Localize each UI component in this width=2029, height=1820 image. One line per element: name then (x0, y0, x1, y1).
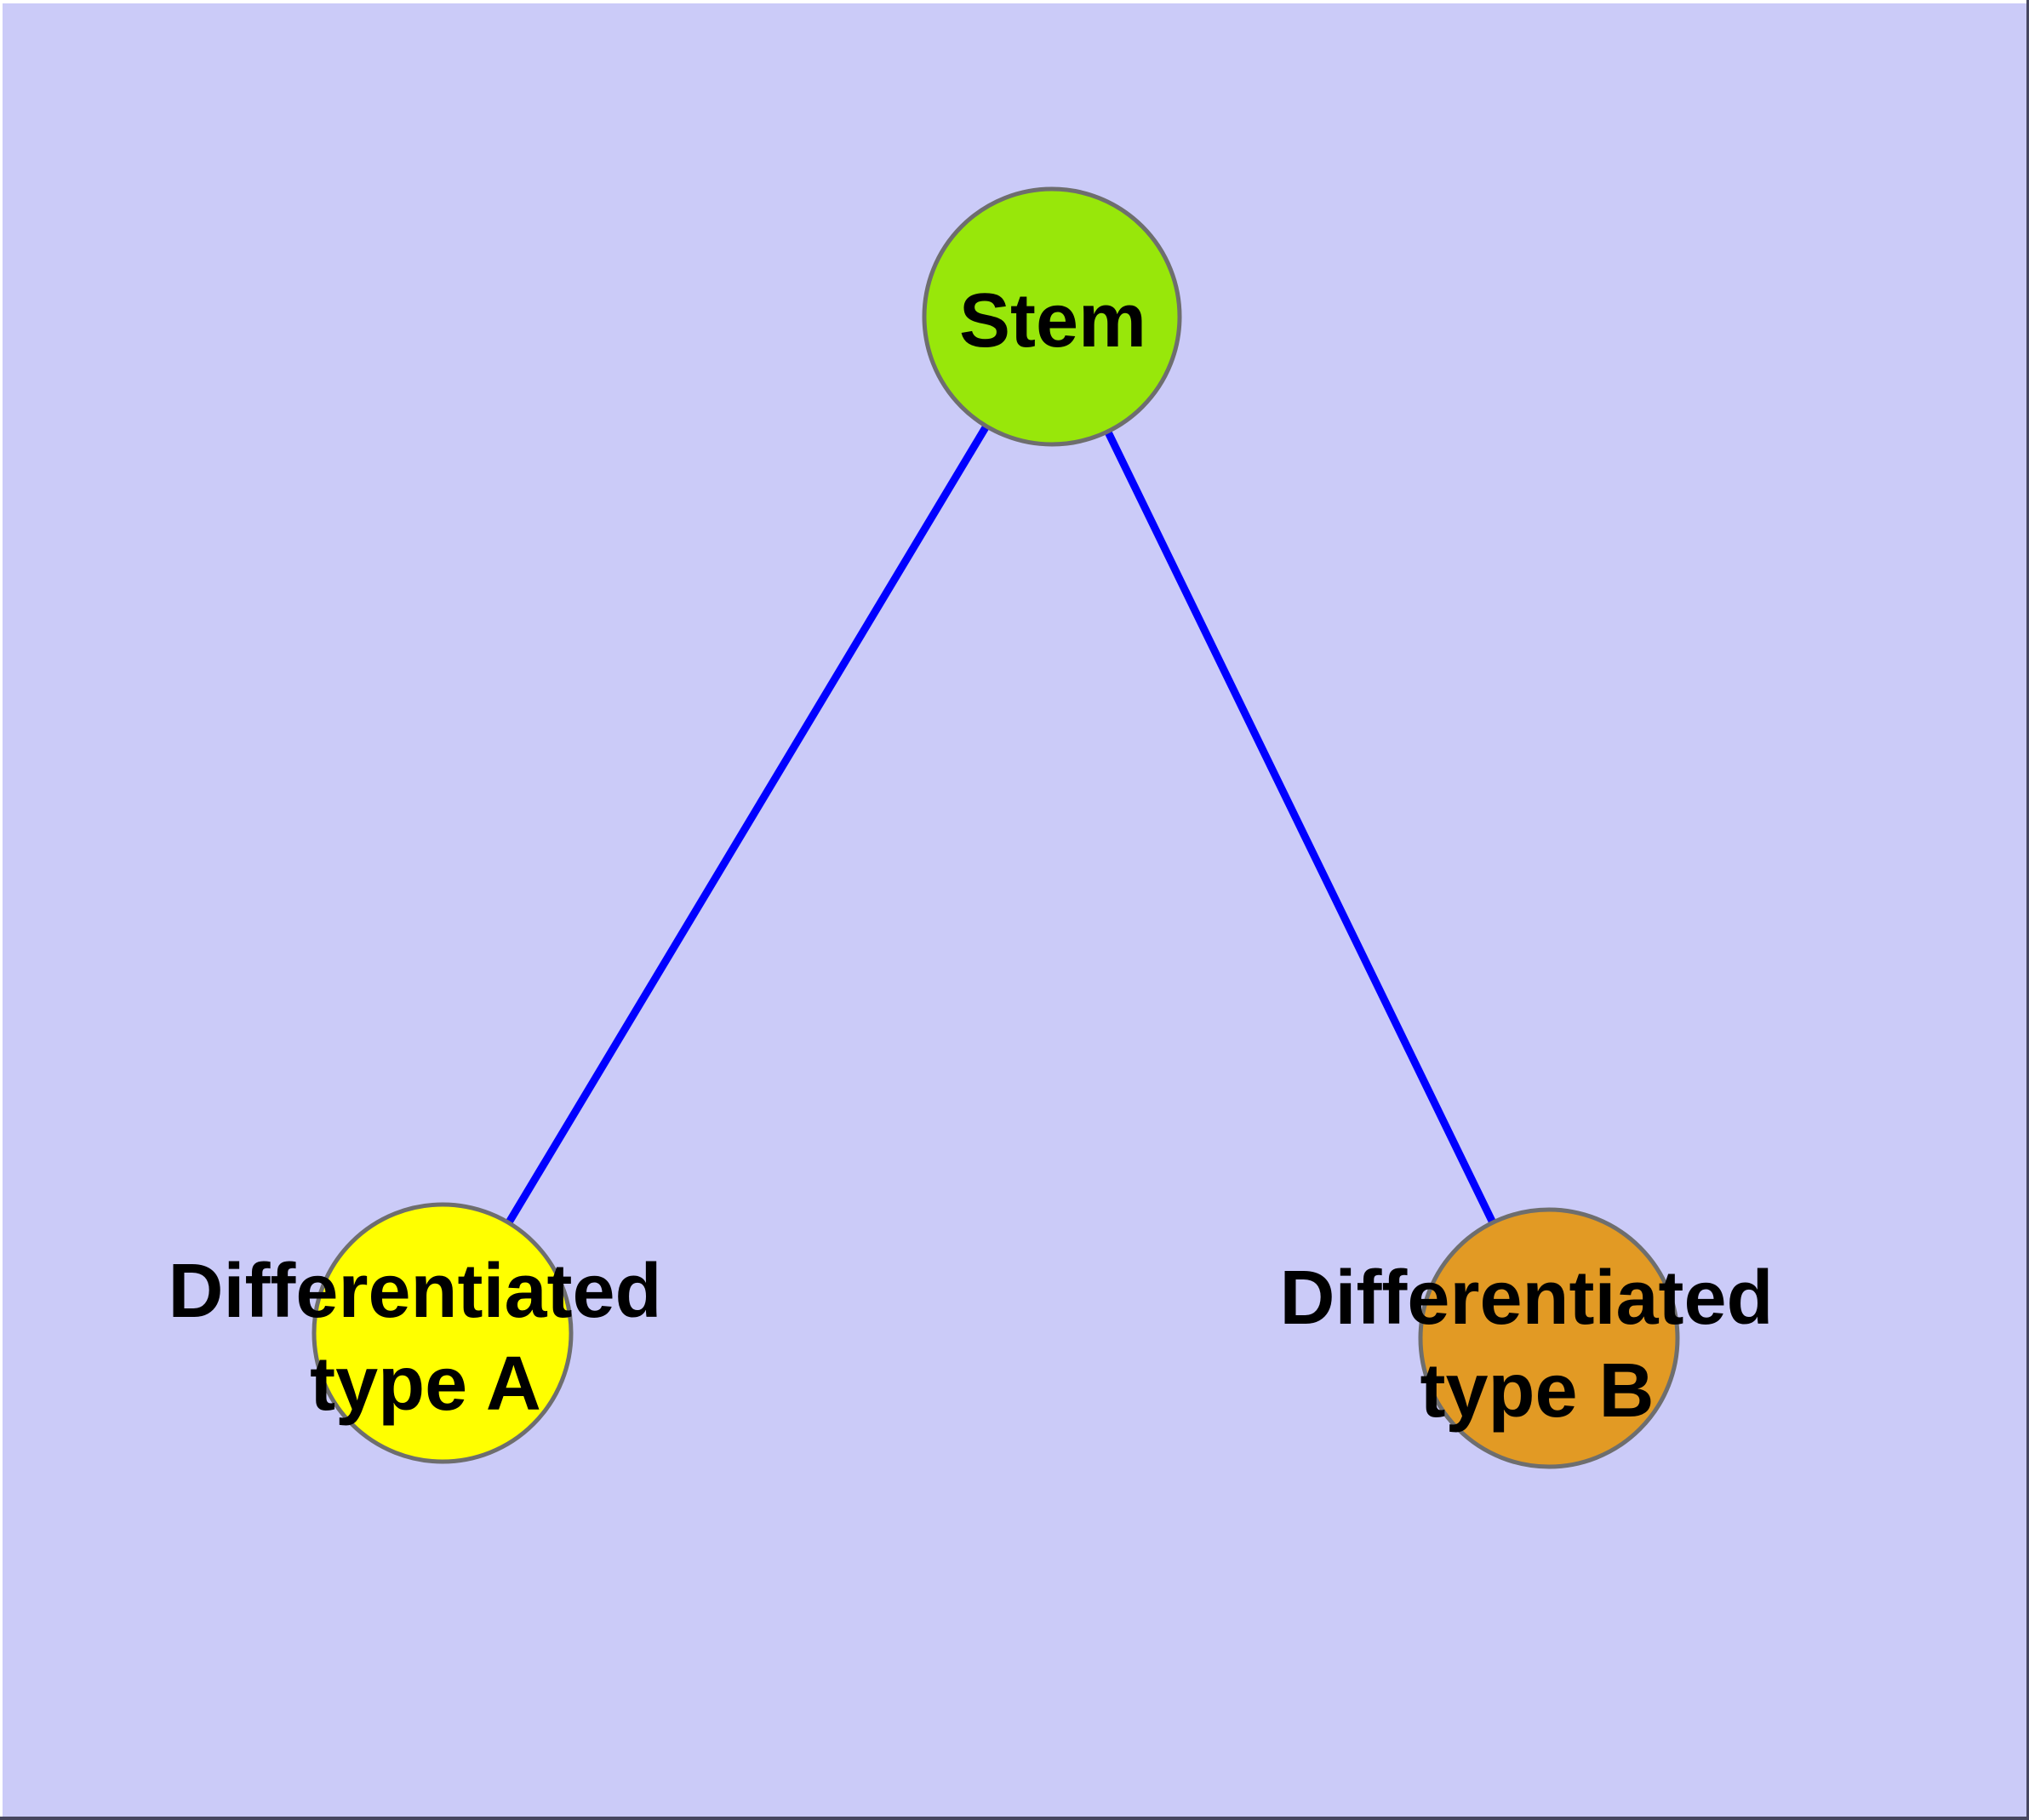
edge-stem-to-type-a (439, 314, 1055, 1336)
node-stem-label-line: Stem (959, 278, 1146, 363)
node-type-b-label: Differentiated type B (1279, 1256, 1794, 1434)
window-edge-top (0, 0, 2029, 3)
edge-stem-to-type-b (1048, 315, 1553, 1340)
window-edge-bottom (0, 1817, 2029, 1820)
node-differentiated-type-a (311, 1202, 574, 1464)
node-differentiated-type-b (1418, 1207, 1680, 1469)
node-type-a-label: Differentiated type A (168, 1249, 683, 1427)
window-edge-left (0, 0, 3, 1820)
node-type-a-label-line-1: Differentiated (168, 1249, 661, 1334)
node-stem-label: Stem (959, 278, 1146, 363)
window-edge-right (2026, 0, 2029, 1820)
node-type-b-label-line-2: type B (1420, 1348, 1654, 1434)
node-type-a-label-line-2: type A (310, 1342, 541, 1427)
node-type-b-label-line-1: Differentiated (1279, 1256, 1773, 1341)
node-stem (922, 186, 1182, 447)
